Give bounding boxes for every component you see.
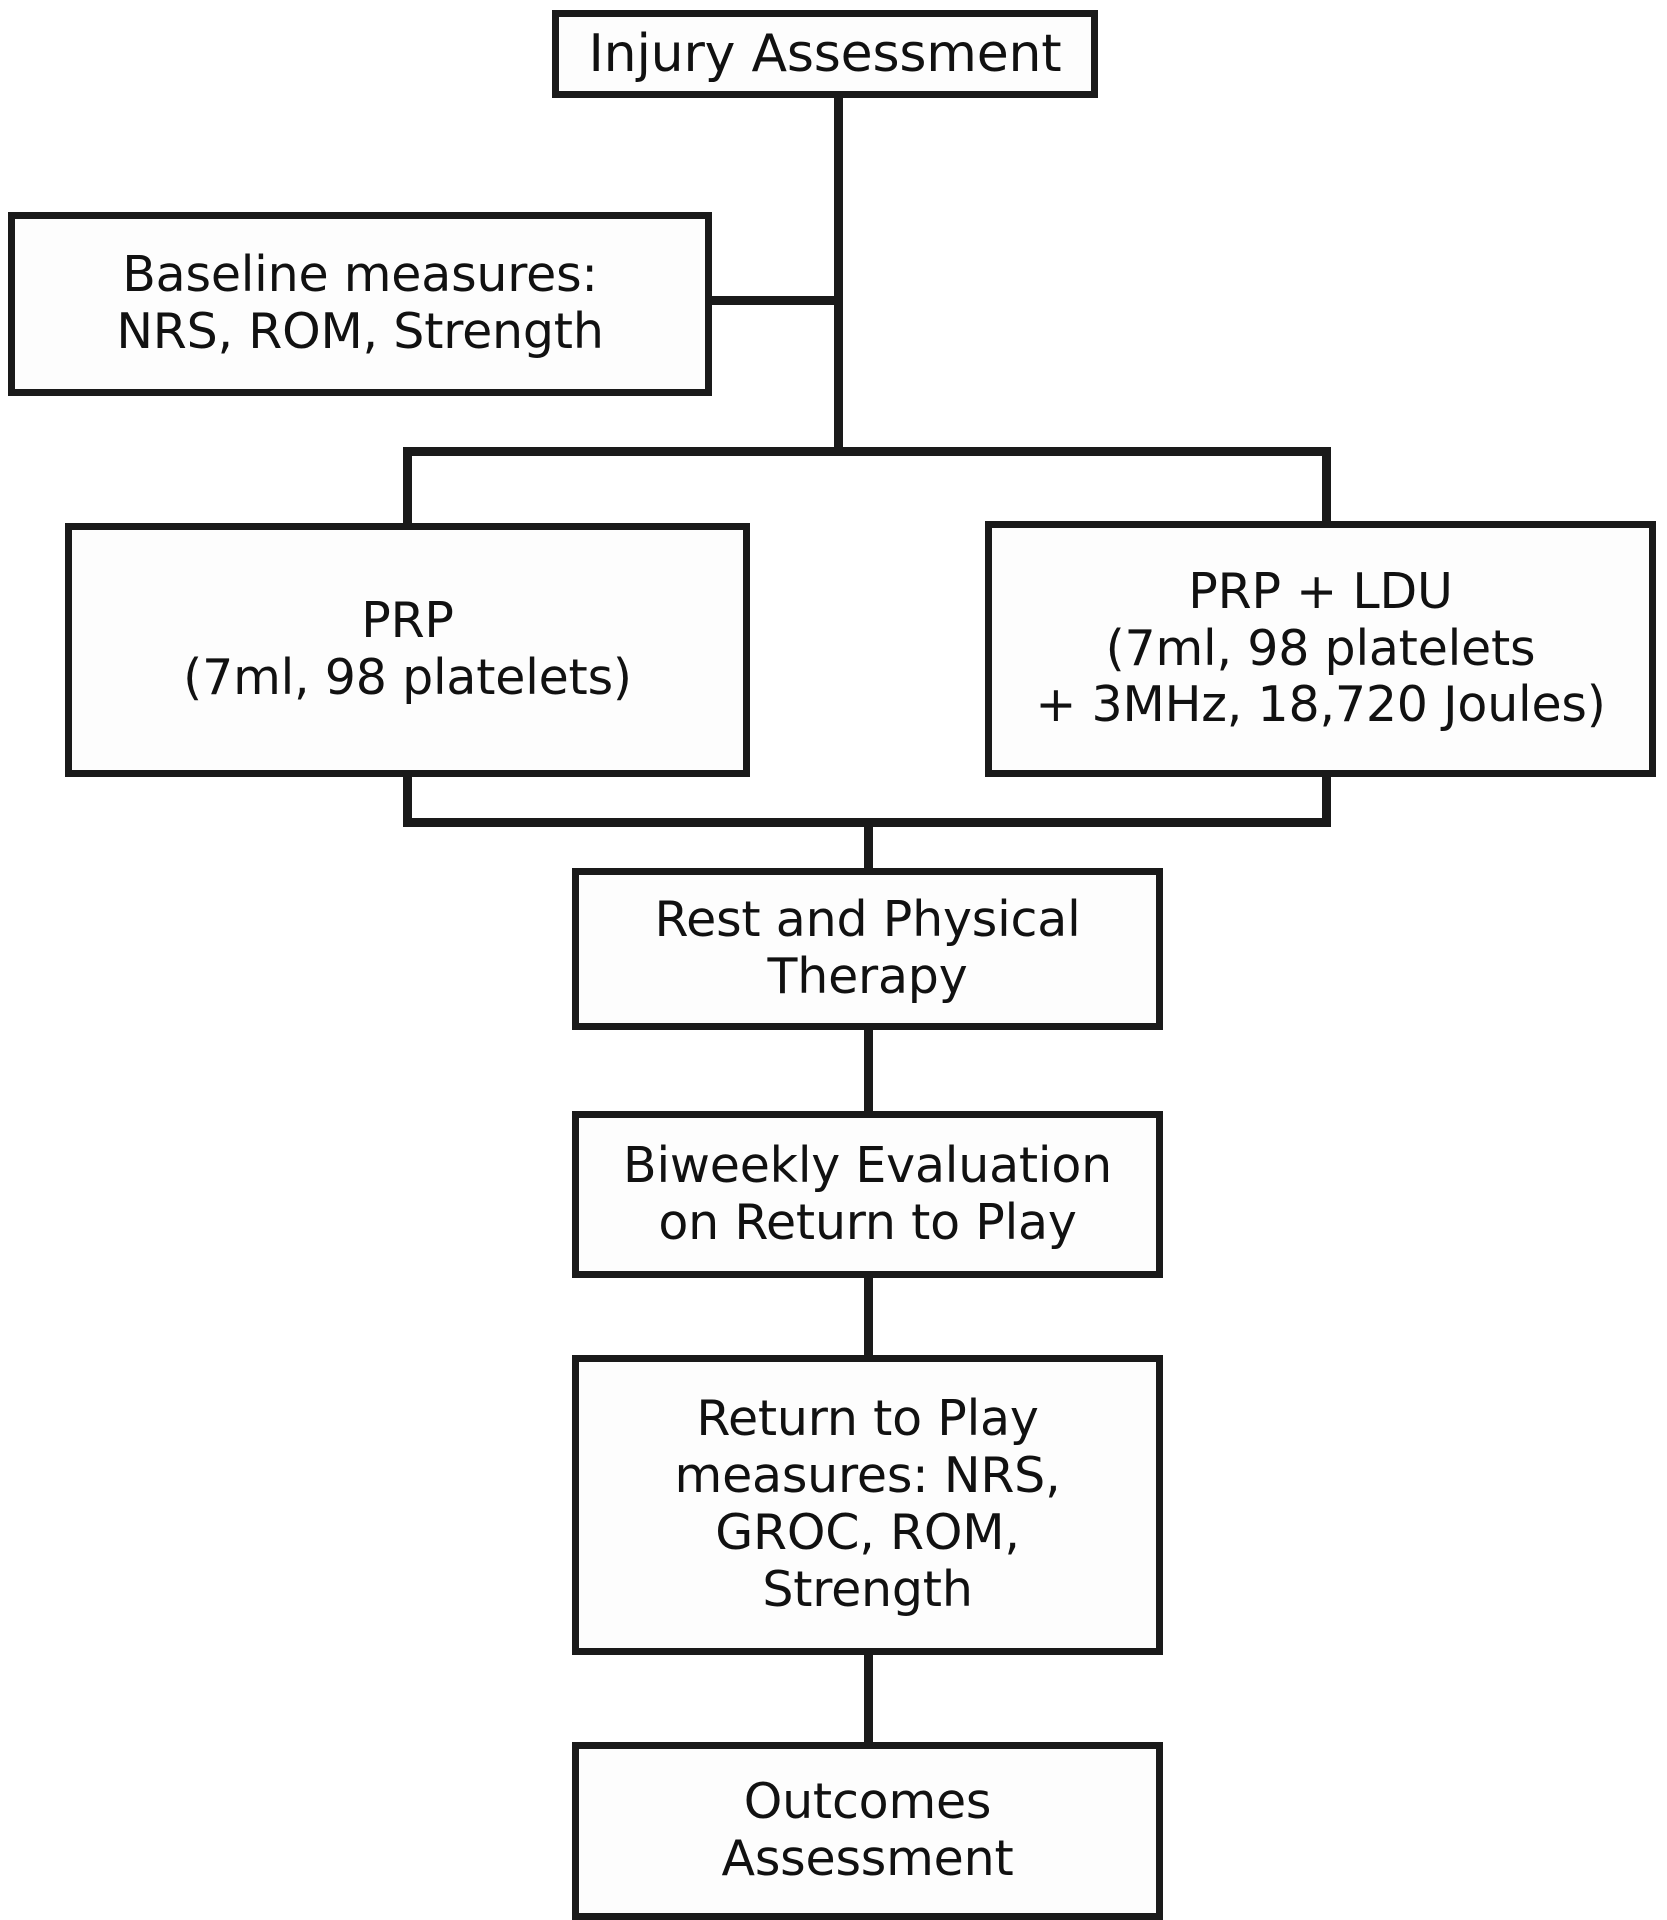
connector-split-left-drop: [403, 447, 412, 527]
node-return-to-play-measures: Return to Play measures: NRS, GROC, ROM,…: [572, 1355, 1163, 1655]
node-prp: PRP (7ml, 98 platelets): [65, 523, 750, 777]
node-biweekly-evaluation-label: Biweekly Evaluation on Return to Play: [623, 1136, 1112, 1251]
connector-injury-to-split: [834, 95, 843, 455]
node-biweekly-evaluation: Biweekly Evaluation on Return to Play: [572, 1111, 1163, 1278]
connector-merge-to-rest: [864, 818, 873, 872]
node-return-to-play-measures-label: Return to Play measures: NRS, GROC, ROM,…: [674, 1390, 1061, 1618]
connector-biweekly-to-measures: [864, 1274, 873, 1359]
node-rest-and-physical-therapy-label: Rest and Physical Therapy: [654, 891, 1081, 1005]
node-prp-ldu-label: PRP + LDU (7ml, 98 platelets + 3MHz, 18,…: [1035, 562, 1606, 734]
node-outcomes-assessment: Outcomes Assessment: [572, 1742, 1163, 1920]
connector-split-right-drop: [1322, 447, 1331, 525]
connector-baseline-branch: [708, 296, 838, 305]
node-prp-ldu: PRP + LDU (7ml, 98 platelets + 3MHz, 18,…: [985, 521, 1656, 777]
node-prp-label: PRP (7ml, 98 platelets): [183, 592, 632, 706]
connector-merge-left-riser: [403, 773, 412, 826]
connector-split-bar: [403, 447, 1331, 456]
node-injury-assessment: Injury Assessment: [552, 10, 1098, 98]
node-baseline-measures: Baseline measures: NRS, ROM, Strength: [8, 212, 712, 396]
node-injury-assessment-label: Injury Assessment: [588, 23, 1062, 84]
connector-merge-right-riser: [1322, 773, 1331, 826]
node-outcomes-assessment-label: Outcomes Assessment: [721, 1773, 1014, 1887]
connector-measures-to-outcomes: [864, 1651, 873, 1746]
node-baseline-measures-label: Baseline measures: NRS, ROM, Strength: [116, 246, 604, 360]
connector-rest-to-biweekly: [864, 1026, 873, 1115]
node-rest-and-physical-therapy: Rest and Physical Therapy: [572, 868, 1163, 1030]
